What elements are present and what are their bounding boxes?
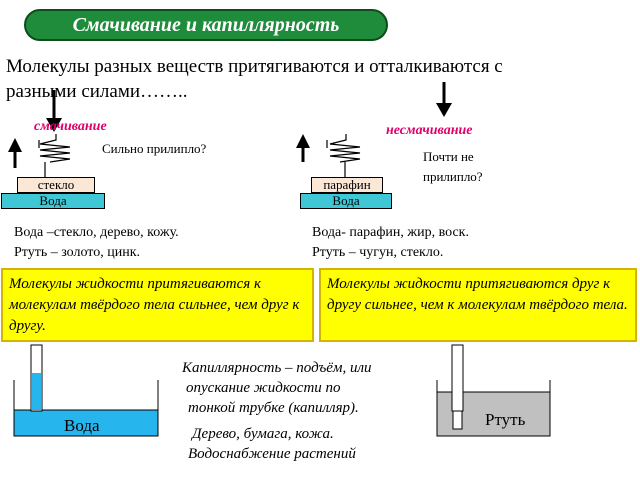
mercury-vessel-label: Ртуть (485, 410, 526, 429)
water-vessel-label: Вода (64, 416, 100, 435)
water-bar: Вода (300, 193, 392, 209)
capillary-text-2: опускание жидкости по (186, 380, 341, 396)
glass-block: стекло (17, 177, 95, 193)
wetting-examples-1: Вода –стекло, дерево, кожу. (14, 225, 179, 240)
nonwetting-examples-2: Ртуть – чугун, стекло. (312, 245, 444, 260)
arrow-up-icon (8, 138, 22, 168)
mercury-vessel (436, 344, 551, 437)
wetting-label: смачивание (34, 119, 107, 134)
capillary-text-5: Водоснабжение растений (188, 446, 356, 462)
arrow-down-icon (46, 90, 62, 132)
nonwetting-examples-1: Вода- парафин, жир, воск. (312, 225, 469, 240)
capillary-text-3: тонкой трубке (капилляр). (188, 400, 359, 416)
nonwetting-question-1: Почти не (423, 149, 474, 164)
capillary-text-1: Капиллярность – подъём, или (182, 360, 372, 376)
wetting-explanation: Молекулы жидкости притягиваются к молеку… (1, 268, 314, 342)
intro-text: Молекулы разных веществ притягиваются и … (6, 56, 503, 102)
spring-icon (326, 134, 361, 178)
wetting-question: Сильно прилипло? (102, 141, 207, 156)
page-title: Смачивание и капиллярность (24, 9, 388, 41)
nonwetting-label: несмачивание (386, 123, 473, 138)
water-vessel (13, 344, 159, 437)
capillary-text-4: Дерево, бумага, кожа. (192, 426, 334, 442)
arrow-down-icon (436, 82, 452, 117)
paraffin-block: парафин (311, 177, 383, 193)
nonwetting-question-2: прилипло? (423, 169, 483, 184)
arrow-up-icon (296, 134, 310, 162)
wetting-examples-2: Ртуть – золото, цинк. (14, 245, 140, 260)
spring-icon (38, 134, 71, 178)
water-bar: Вода (1, 193, 105, 209)
nonwetting-explanation: Молекулы жидкости притягиваются друг к д… (319, 268, 637, 342)
